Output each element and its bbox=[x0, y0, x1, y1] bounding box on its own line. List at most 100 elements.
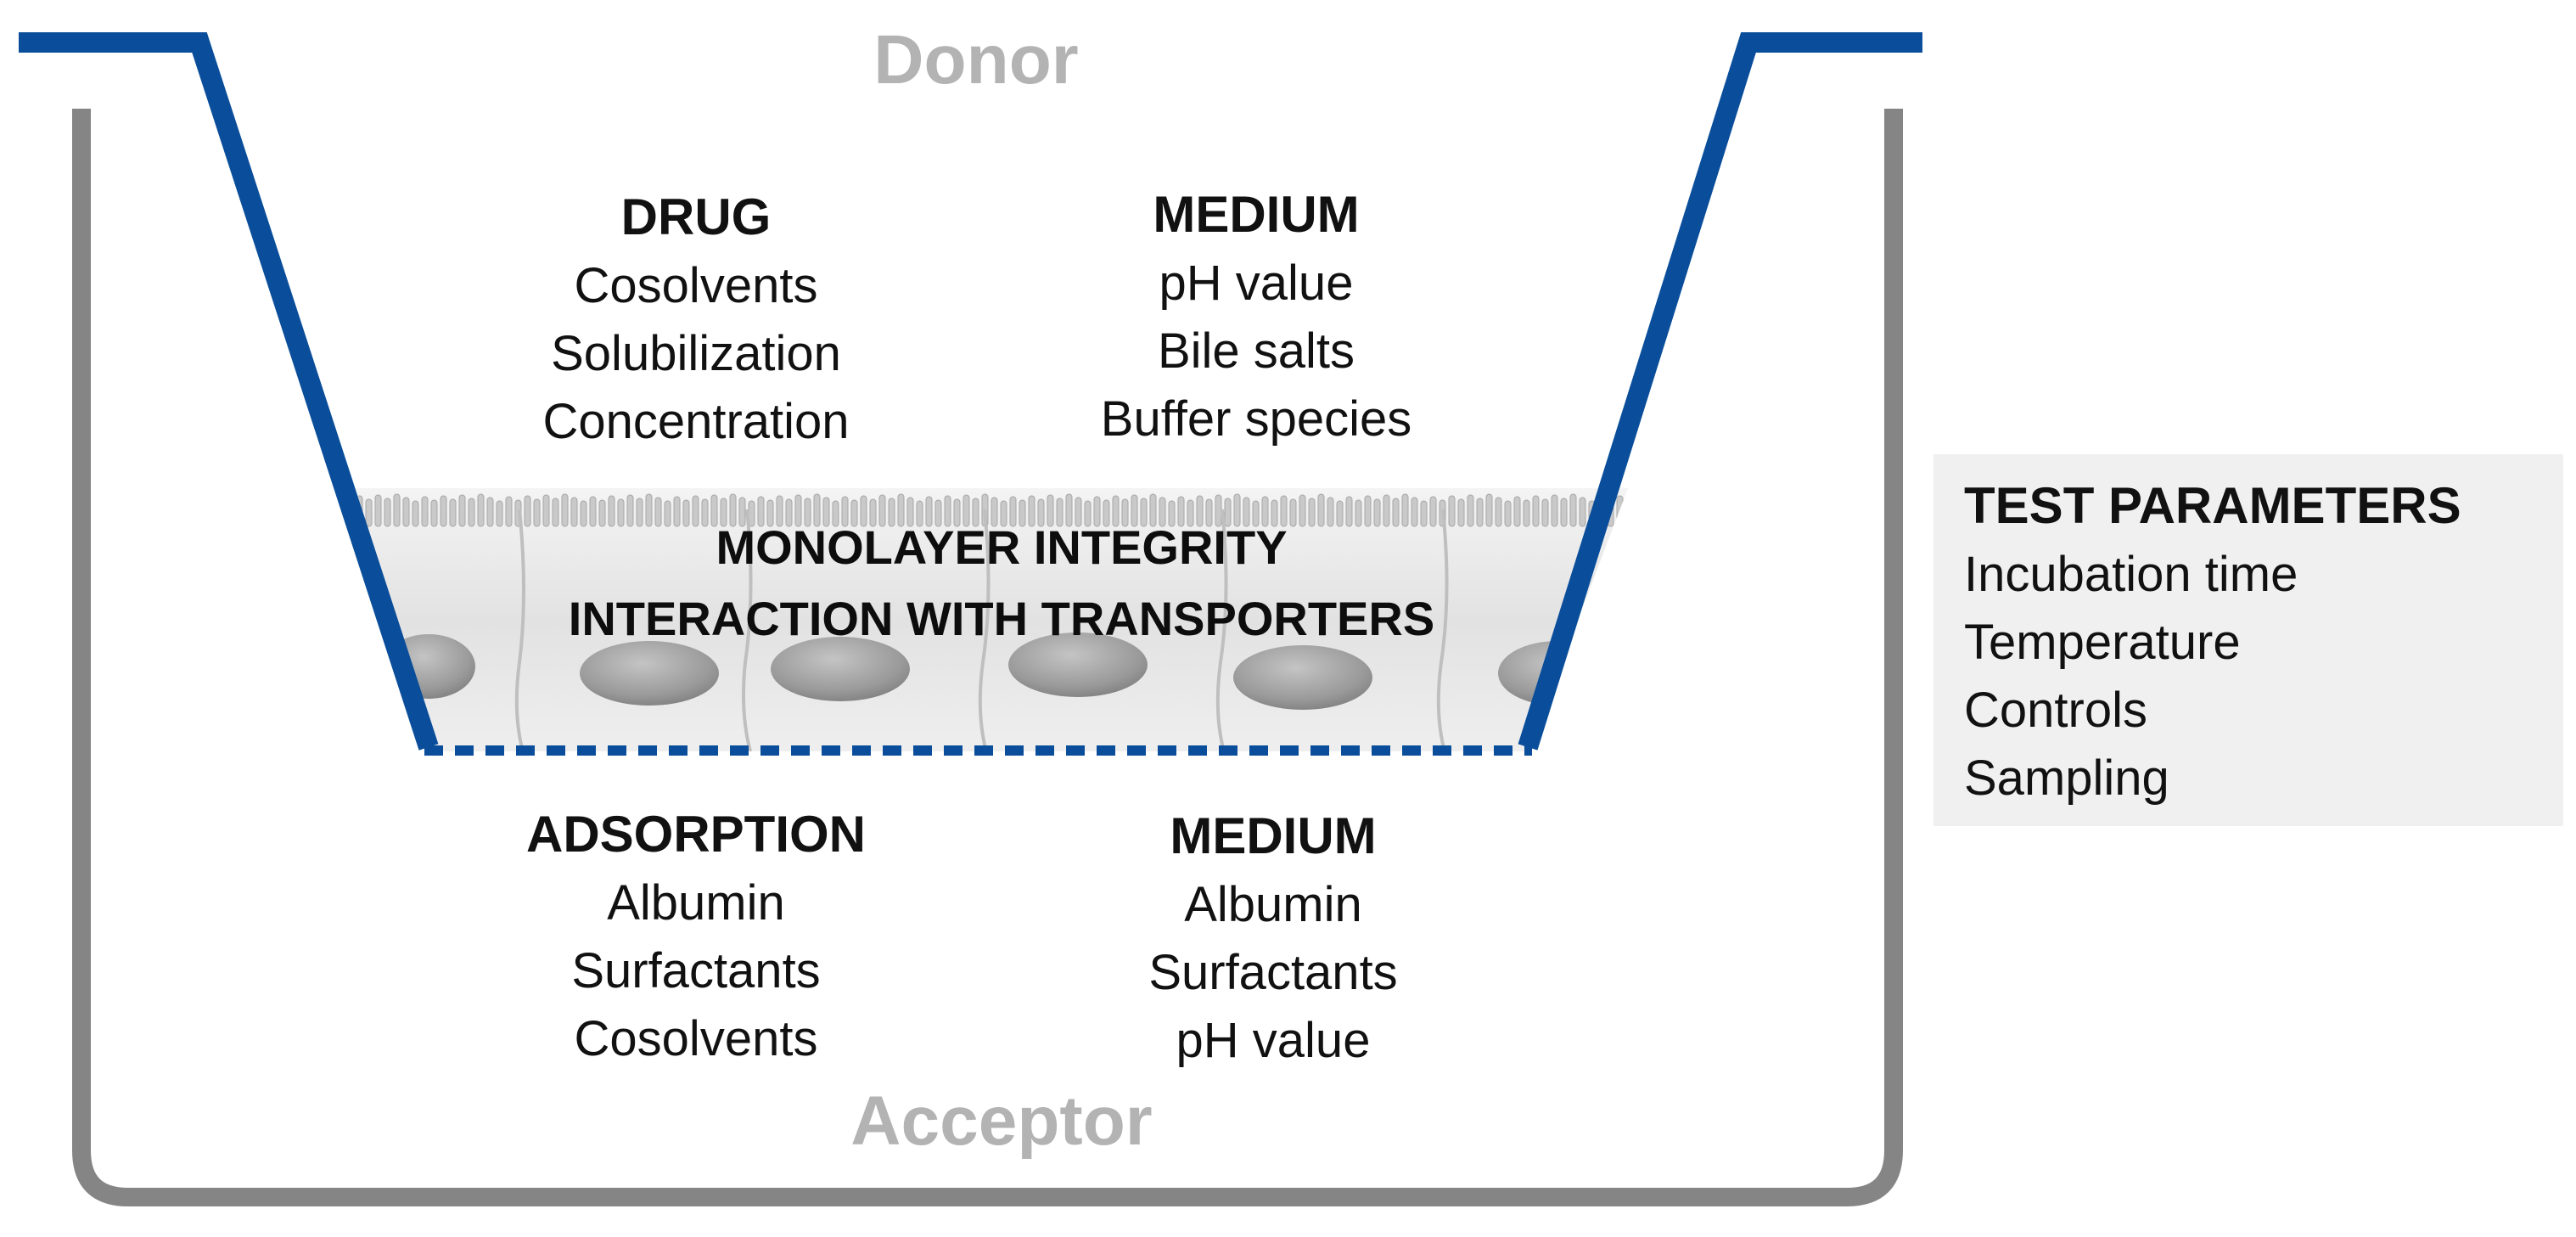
microvillus bbox=[1103, 499, 1110, 527]
donor-medium-item: Buffer species bbox=[1100, 391, 1412, 447]
microvillus bbox=[1411, 497, 1418, 527]
microvillus bbox=[561, 493, 569, 527]
microvillus bbox=[1523, 499, 1530, 527]
donor-drug-item: Cosolvents bbox=[574, 258, 818, 313]
microvillus bbox=[1355, 499, 1362, 527]
microvillus bbox=[440, 495, 447, 527]
microvillus bbox=[1560, 498, 1568, 527]
microvillus bbox=[720, 498, 727, 527]
microvillus bbox=[430, 499, 438, 527]
microvillus bbox=[1047, 494, 1054, 527]
microvillus bbox=[608, 495, 615, 527]
microvillus bbox=[1327, 497, 1334, 527]
microvillus bbox=[636, 498, 643, 527]
microvillus bbox=[692, 495, 699, 527]
donor-insert-wall bbox=[19, 32, 1922, 751]
microvillus bbox=[682, 499, 690, 527]
microvillus bbox=[1131, 494, 1138, 527]
microvillus bbox=[1056, 498, 1064, 527]
microvillus bbox=[449, 498, 457, 527]
microvillus bbox=[832, 500, 839, 527]
monolayer-integrity-text: MONOLAYER INTEGRITY bbox=[716, 520, 1288, 574]
microvillus bbox=[393, 493, 401, 527]
microvillus bbox=[1485, 493, 1493, 527]
cell-nuclei bbox=[382, 633, 1617, 710]
microvillus bbox=[869, 498, 877, 527]
microvillus bbox=[1299, 494, 1306, 527]
microvillus bbox=[813, 493, 821, 527]
microvillus bbox=[1028, 495, 1035, 527]
microvillus bbox=[412, 500, 419, 527]
microvillus bbox=[1187, 499, 1194, 527]
microvillus bbox=[664, 500, 671, 527]
donor-medium-item: pH value bbox=[1159, 256, 1354, 311]
microvillus bbox=[384, 498, 391, 527]
acceptor-adsorption-item: Albumin bbox=[607, 875, 785, 931]
microvillus bbox=[794, 494, 802, 527]
microvillus bbox=[710, 494, 718, 527]
acceptor-medium-item: Albumin bbox=[1184, 877, 1362, 932]
cell-boundaries bbox=[514, 509, 1449, 751]
test-parameter-item: Temperature bbox=[1964, 615, 2241, 670]
microvillus bbox=[804, 498, 811, 527]
microvillus bbox=[991, 497, 998, 527]
microvillus bbox=[934, 499, 942, 527]
donor-drug-item: Concentration bbox=[542, 394, 850, 449]
microvillus bbox=[468, 498, 475, 527]
microvillus bbox=[878, 494, 886, 527]
microvillus bbox=[496, 500, 503, 527]
microvillus bbox=[1019, 499, 1026, 527]
microvillus bbox=[1093, 496, 1101, 527]
microvillus bbox=[1392, 498, 1400, 527]
microvillus bbox=[1159, 497, 1166, 527]
test-parameter-item: Incubation time bbox=[1964, 547, 2298, 602]
microvillus bbox=[552, 498, 559, 527]
transporter-interaction-text: INTERACTION WITH TRANSPORTERS bbox=[568, 592, 1435, 645]
microvillus bbox=[1196, 495, 1204, 527]
donor-drug-heading: DRUG bbox=[620, 188, 772, 245]
microvillus bbox=[1140, 498, 1148, 527]
microvillus bbox=[785, 498, 793, 527]
microvillus bbox=[589, 496, 597, 527]
microvillus bbox=[1009, 496, 1017, 527]
microvillus bbox=[365, 498, 373, 527]
acceptor-medium-group: MEDIUM Albumin Surfactants pH value bbox=[1061, 801, 1485, 1075]
microvillus bbox=[1168, 500, 1176, 527]
microvillus bbox=[1289, 498, 1297, 527]
microvillus bbox=[953, 498, 961, 527]
microvillus bbox=[1336, 500, 1344, 527]
microvillus bbox=[860, 495, 867, 527]
microvillus bbox=[1037, 498, 1045, 527]
microvillus bbox=[402, 497, 410, 527]
microvillus bbox=[1579, 497, 1586, 527]
microvillus bbox=[1373, 498, 1381, 527]
microvillus bbox=[1476, 498, 1484, 527]
microvillus bbox=[486, 497, 494, 527]
microvillus bbox=[1308, 498, 1316, 527]
microvillus bbox=[1513, 496, 1521, 527]
acceptor-adsorption-item: Surfactants bbox=[571, 943, 821, 998]
acceptor-medium-heading: MEDIUM bbox=[1170, 807, 1377, 864]
microvillus bbox=[1261, 496, 1269, 527]
microvillus bbox=[1467, 494, 1474, 527]
microvillus bbox=[1121, 498, 1129, 527]
acceptor-chamber-label: Acceptor bbox=[850, 1082, 1153, 1160]
microvillus bbox=[421, 496, 429, 527]
microvillus bbox=[776, 495, 783, 527]
microvillus bbox=[673, 496, 681, 527]
microvillus bbox=[598, 499, 606, 527]
microvillus bbox=[1504, 500, 1512, 527]
microvillus bbox=[1551, 494, 1558, 527]
microvillus bbox=[1224, 498, 1232, 527]
microvillus bbox=[524, 495, 531, 527]
cell-monolayer bbox=[355, 488, 1630, 751]
microvillus bbox=[1149, 493, 1157, 527]
acceptor-well-wall bbox=[72, 109, 1903, 1206]
microvillus bbox=[1243, 497, 1250, 527]
microvillus bbox=[542, 494, 550, 527]
microvillus bbox=[1084, 500, 1092, 527]
microvillus bbox=[1205, 498, 1213, 527]
microvillus bbox=[906, 497, 914, 527]
microvillus bbox=[1448, 495, 1456, 527]
microvillus bbox=[944, 495, 951, 527]
